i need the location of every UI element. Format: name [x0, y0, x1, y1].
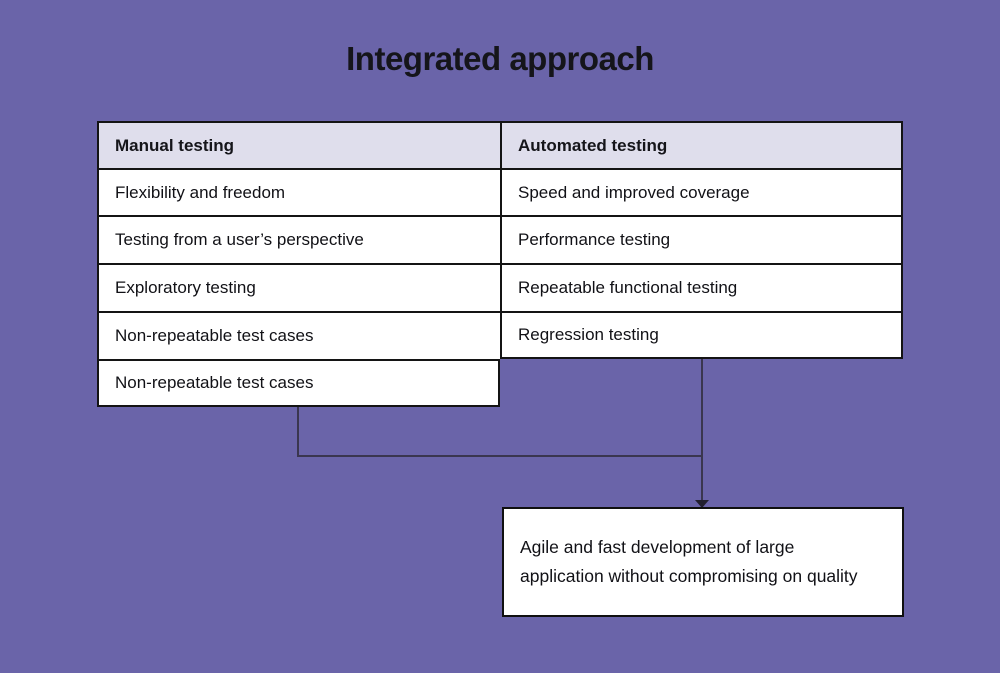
table-cell-manual-1: Flexibility and freedom [97, 168, 500, 215]
table-cell-label: Non-repeatable test cases [115, 326, 314, 345]
table-cell-label: Testing from a user’s perspective [115, 230, 364, 249]
table-cell-label: Speed and improved coverage [518, 182, 750, 202]
arrow-down-icon [695, 500, 709, 508]
table-cell-label: Regression testing [518, 325, 659, 344]
connector-left-vertical-line [297, 407, 299, 457]
connector-horizontal-line [297, 455, 703, 457]
table-cell-label: Exploratory testing [115, 278, 256, 297]
table-cell-label: Flexibility and freedom [115, 182, 286, 202]
table-cell-manual-4: Non-repeatable test cases [97, 311, 500, 359]
page-title: Integrated approach [346, 40, 654, 77]
result-box: Agile and fast development of large appl… [502, 507, 904, 617]
table-cell-manual-2: Testing from a user’s perspective [97, 215, 500, 263]
connector-right-vertical-line [701, 359, 703, 503]
table-cell-label: Non-repeatable test cases [115, 373, 314, 392]
table-cell-label: Repeatable functional testing [518, 278, 738, 297]
table-header-manual-testing: Manual testing [97, 121, 500, 168]
table-cell-automated-2: Performance testing [500, 215, 903, 263]
table-cell-automated-3: Repeatable functional testing [500, 263, 903, 311]
table-cell-automated-1: Speed and improved coverage [500, 168, 903, 215]
table-cell-label: Performance testing [518, 230, 671, 249]
comparison-table: Manual testing Automated testing Flexibi… [97, 121, 903, 407]
result-box-text: Agile and fast development of large appl… [520, 537, 858, 586]
table-cell-manual-3: Exploratory testing [97, 263, 500, 311]
table-header-label: Automated testing [518, 135, 668, 155]
table-cell-manual-5: Non-repeatable test cases [97, 359, 500, 407]
table-header-automated-testing: Automated testing [500, 121, 903, 168]
table-header-label: Manual testing [115, 135, 235, 155]
table-cell-automated-4: Regression testing [500, 311, 903, 359]
